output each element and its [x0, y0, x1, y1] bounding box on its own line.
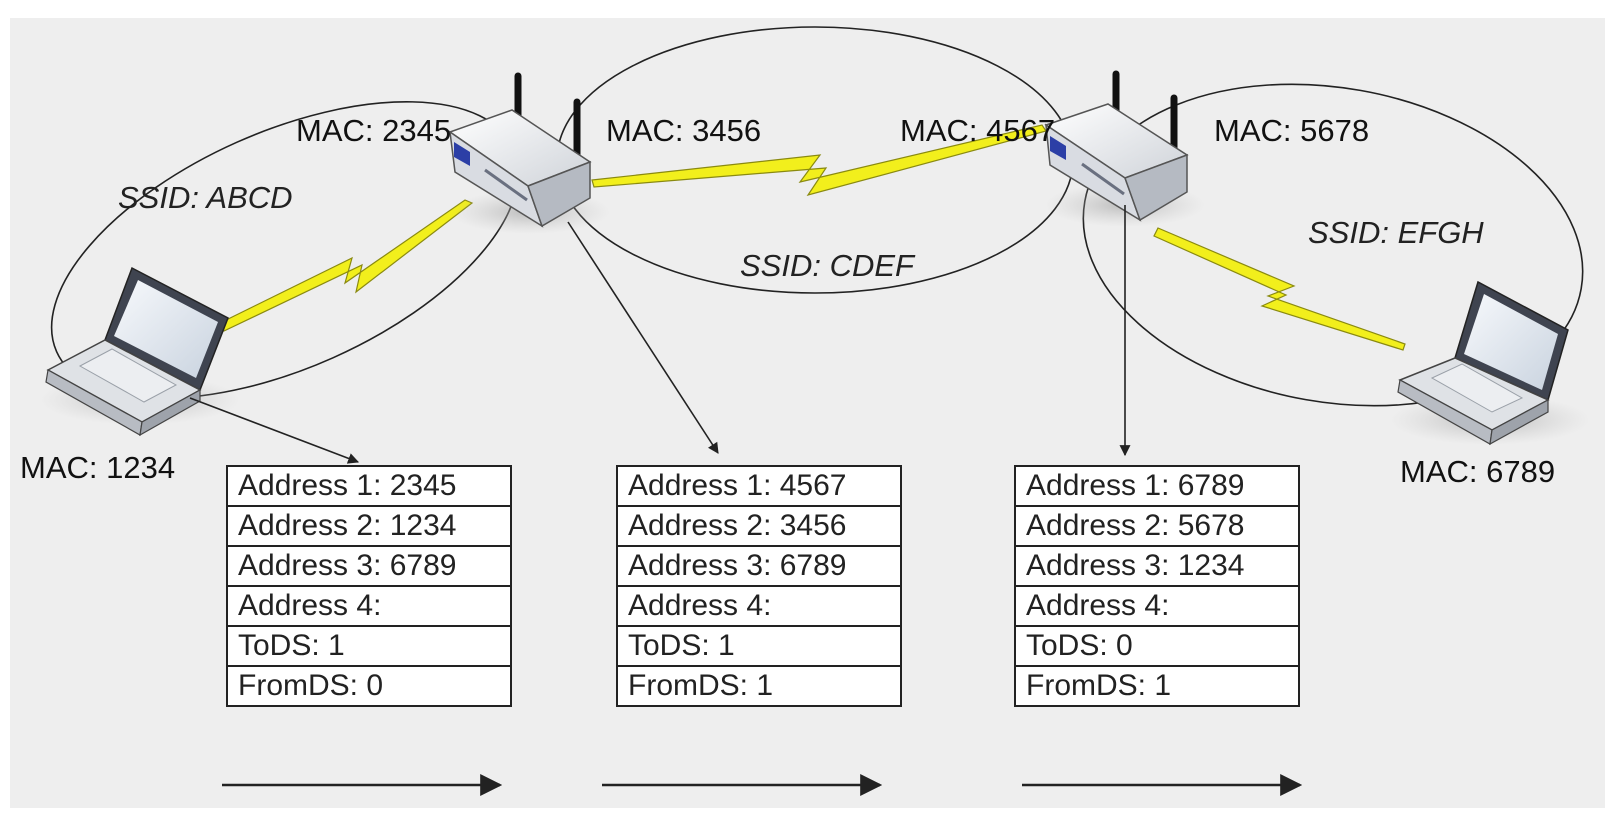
ssid-label-middle: SSID: CDEF	[740, 248, 914, 283]
mac-label-ap2-bss: MAC: 5678	[1214, 113, 1370, 148]
frame-row-address-3: Address 3: 6789	[228, 547, 510, 587]
arrow-to-frame-1	[189, 397, 360, 464]
laptop-left	[40, 266, 240, 437]
access-point-1	[448, 72, 610, 234]
frame-table-1: Address 1: 2345 Address 2: 1234 Address …	[226, 465, 512, 707]
frame-row-address-2: Address 2: 3456	[618, 507, 900, 547]
mac-label-ap1-bss: MAC: 2345	[296, 113, 452, 148]
frame-row-tods: ToDS: 1	[228, 627, 510, 667]
mac-label-laptop-right: MAC: 6789	[1400, 454, 1556, 489]
frame-row-address-4: Address 4:	[618, 587, 900, 627]
wireless-link-right-bolt	[1153, 227, 1406, 351]
laptop-right	[1390, 280, 1590, 446]
frame-table-3: Address 1: 6789 Address 2: 5678 Address …	[1014, 465, 1300, 707]
frame-row-address-1: Address 1: 6789	[1016, 467, 1298, 507]
ssid-label-left: SSID: ABCD	[118, 180, 293, 215]
frame-row-address-2: Address 2: 1234	[228, 507, 510, 547]
frame-row-address-1: Address 1: 4567	[618, 467, 900, 507]
mac-label-ap1-wds: MAC: 3456	[606, 113, 762, 148]
mac-label-laptop-left: MAC: 1234	[20, 450, 176, 485]
frame-table-2: Address 1: 4567 Address 2: 3456 Address …	[616, 465, 902, 707]
frame-row-tods: ToDS: 0	[1016, 627, 1298, 667]
arrow-to-frame-2	[567, 221, 719, 454]
frame-row-address-1: Address 1: 2345	[228, 467, 510, 507]
frame-row-fromds: FromDS: 1	[1026, 669, 1172, 702]
ssid-label-right: SSID: EFGH	[1308, 215, 1484, 250]
frame-row-address-2: Address 2: 5678	[1016, 507, 1298, 547]
frame-row-address-4: Address 4:	[1016, 587, 1298, 627]
mac-label-ap2-wds: MAC: 4567	[900, 113, 1056, 148]
frame-row-tods: ToDS: 1	[618, 627, 900, 667]
frame-row-address-4: Address 4:	[228, 587, 510, 627]
frame-row-address-3: Address 3: 1234	[1016, 547, 1298, 587]
frame-row-fromds: FromDS: 0	[238, 669, 384, 702]
frame-row-fromds: FromDS: 1	[628, 669, 774, 702]
frame-row-address-3: Address 3: 6789	[618, 547, 900, 587]
